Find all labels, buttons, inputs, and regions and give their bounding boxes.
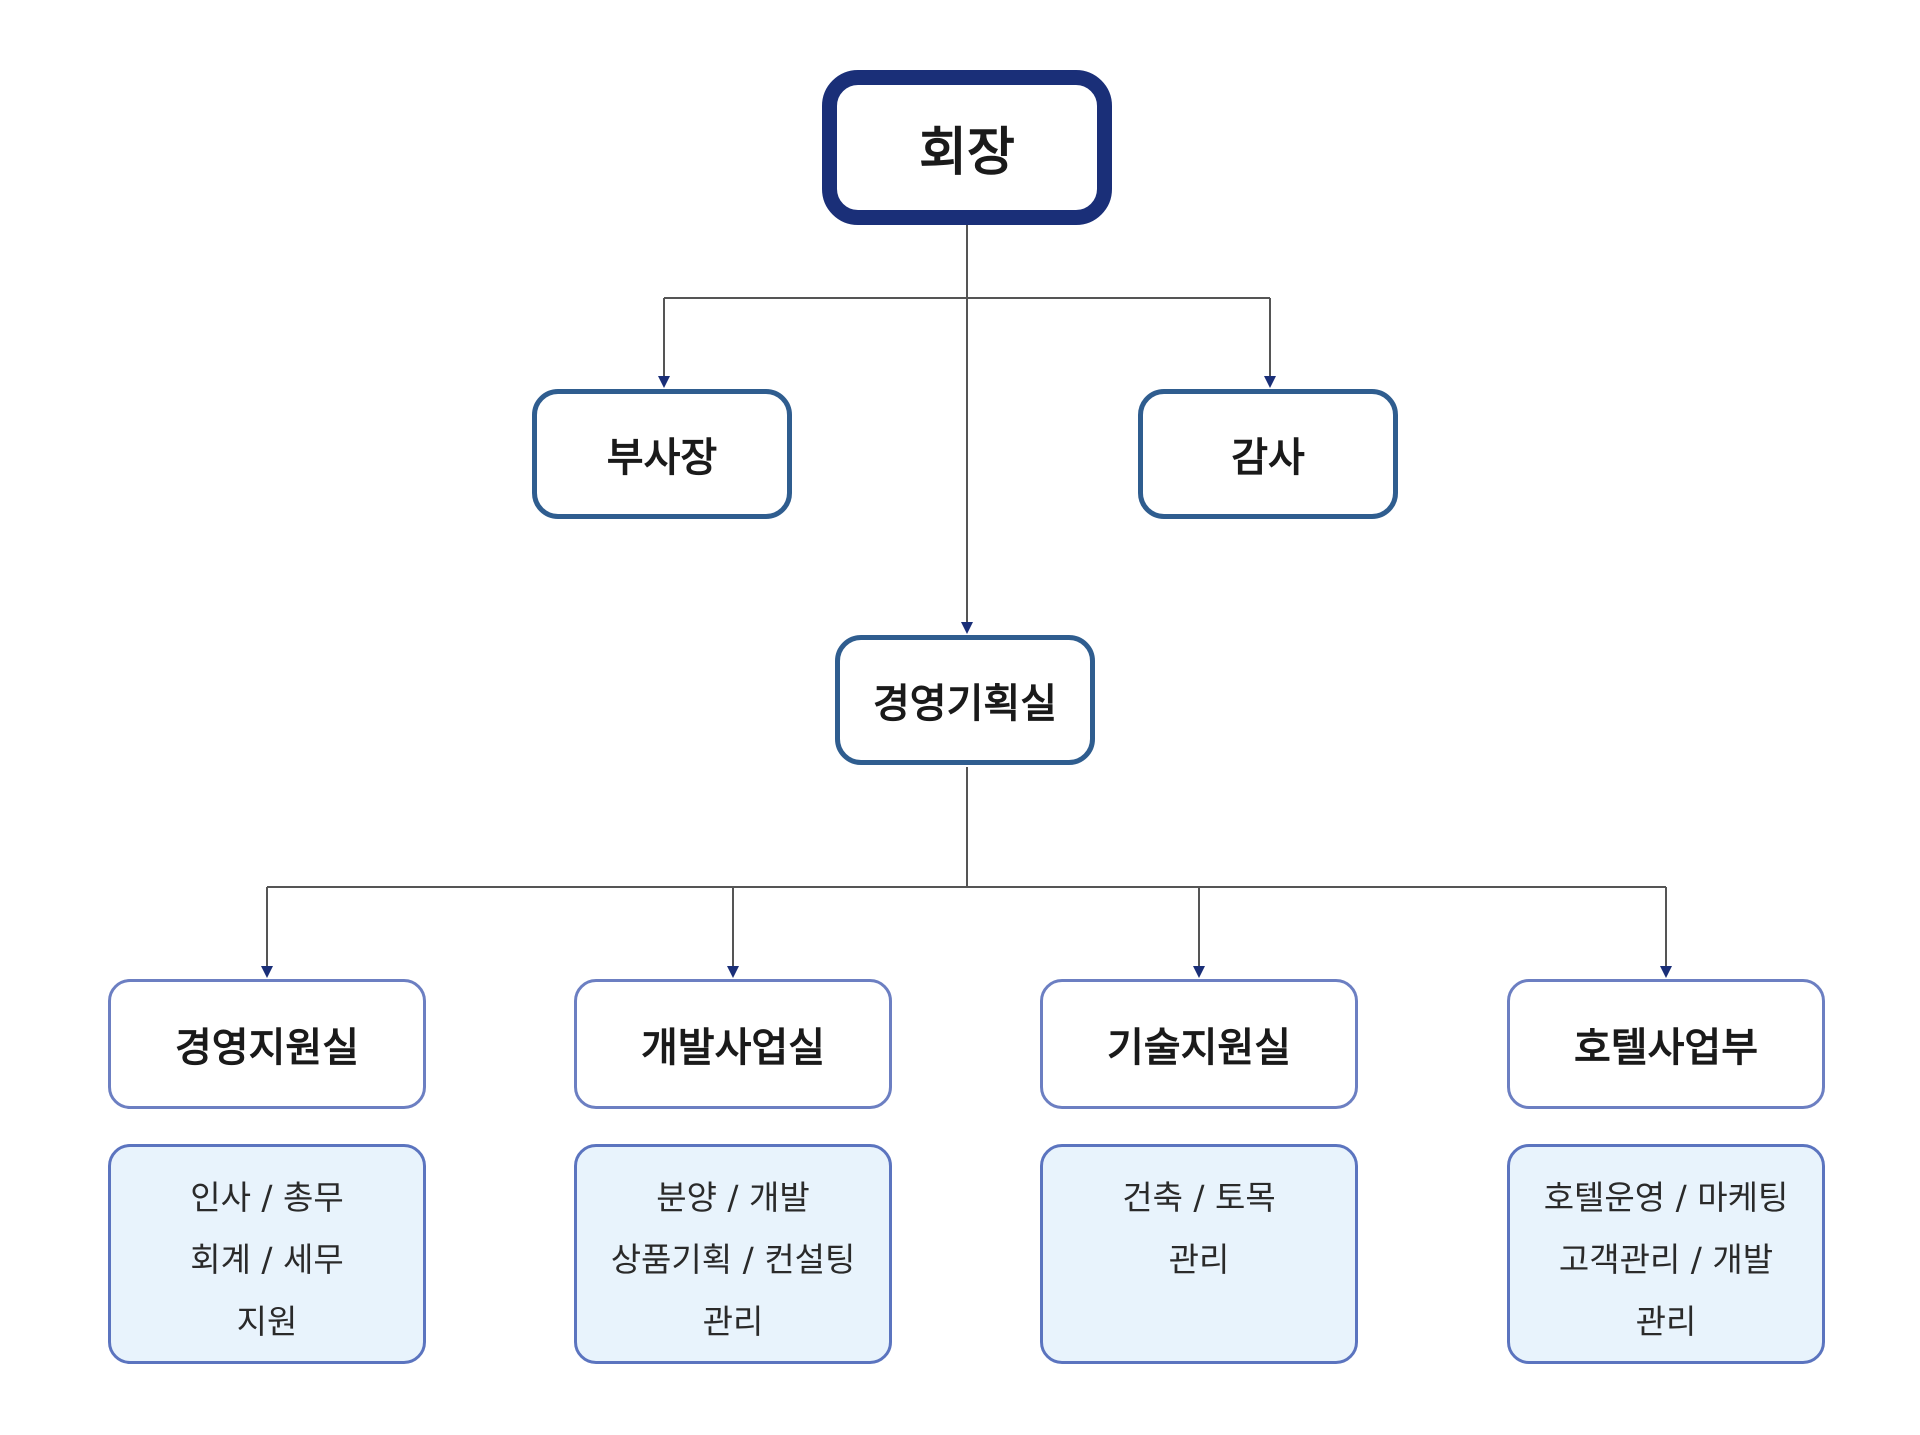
dept-label: 경영지원실 (175, 1025, 359, 1071)
node-vice-president-label: 부사장 (606, 435, 718, 481)
duty-box-development-business: 분양 / 개발 상품기획 / 컨설팅 관리 (574, 1144, 892, 1364)
node-dept-management-support: 경영지원실 (108, 979, 426, 1109)
node-chairman: 회장 (822, 70, 1112, 225)
duty-box-hotel-business: 호텔운영 / 마케팅 고객관리 / 개발 관리 (1507, 1144, 1825, 1364)
node-dept-hotel-business: 호텔사업부 (1507, 979, 1825, 1109)
node-vice-president: 부사장 (532, 389, 792, 519)
duty-box-management-support: 인사 / 총무 회계 / 세무 지원 (108, 1144, 426, 1364)
dept-label: 기술지원실 (1107, 1025, 1291, 1071)
duty-item: 건축 / 토목 (1122, 1178, 1276, 1217)
node-auditor-label: 감사 (1231, 435, 1305, 481)
duty-item: 상품기획 / 컨설팅 (610, 1240, 856, 1279)
dept-label: 개발사업실 (641, 1025, 825, 1071)
node-dept-technical-support: 기술지원실 (1040, 979, 1358, 1109)
duty-box-technical-support: 건축 / 토목 관리 (1040, 1144, 1358, 1364)
duty-item: 지원 (236, 1302, 298, 1341)
dept-label: 호텔사업부 (1574, 1025, 1758, 1071)
duty-item: 회계 / 세무 (190, 1240, 344, 1279)
duty-item: 관리 (1168, 1240, 1230, 1279)
node-chairman-label: 회장 (919, 123, 1015, 183)
node-dept-development-business: 개발사업실 (574, 979, 892, 1109)
node-planning-office-label: 경영기획실 (873, 681, 1057, 727)
node-planning-office: 경영기획실 (835, 635, 1095, 765)
node-auditor: 감사 (1138, 389, 1398, 519)
duty-item: 호텔운영 / 마케팅 (1543, 1178, 1789, 1217)
duty-item: 분양 / 개발 (656, 1178, 810, 1217)
duty-item: 고객관리 / 개발 (1558, 1240, 1774, 1279)
duty-item: 인사 / 총무 (190, 1178, 344, 1217)
duty-item: 관리 (702, 1302, 764, 1341)
duty-item: 관리 (1635, 1302, 1697, 1341)
